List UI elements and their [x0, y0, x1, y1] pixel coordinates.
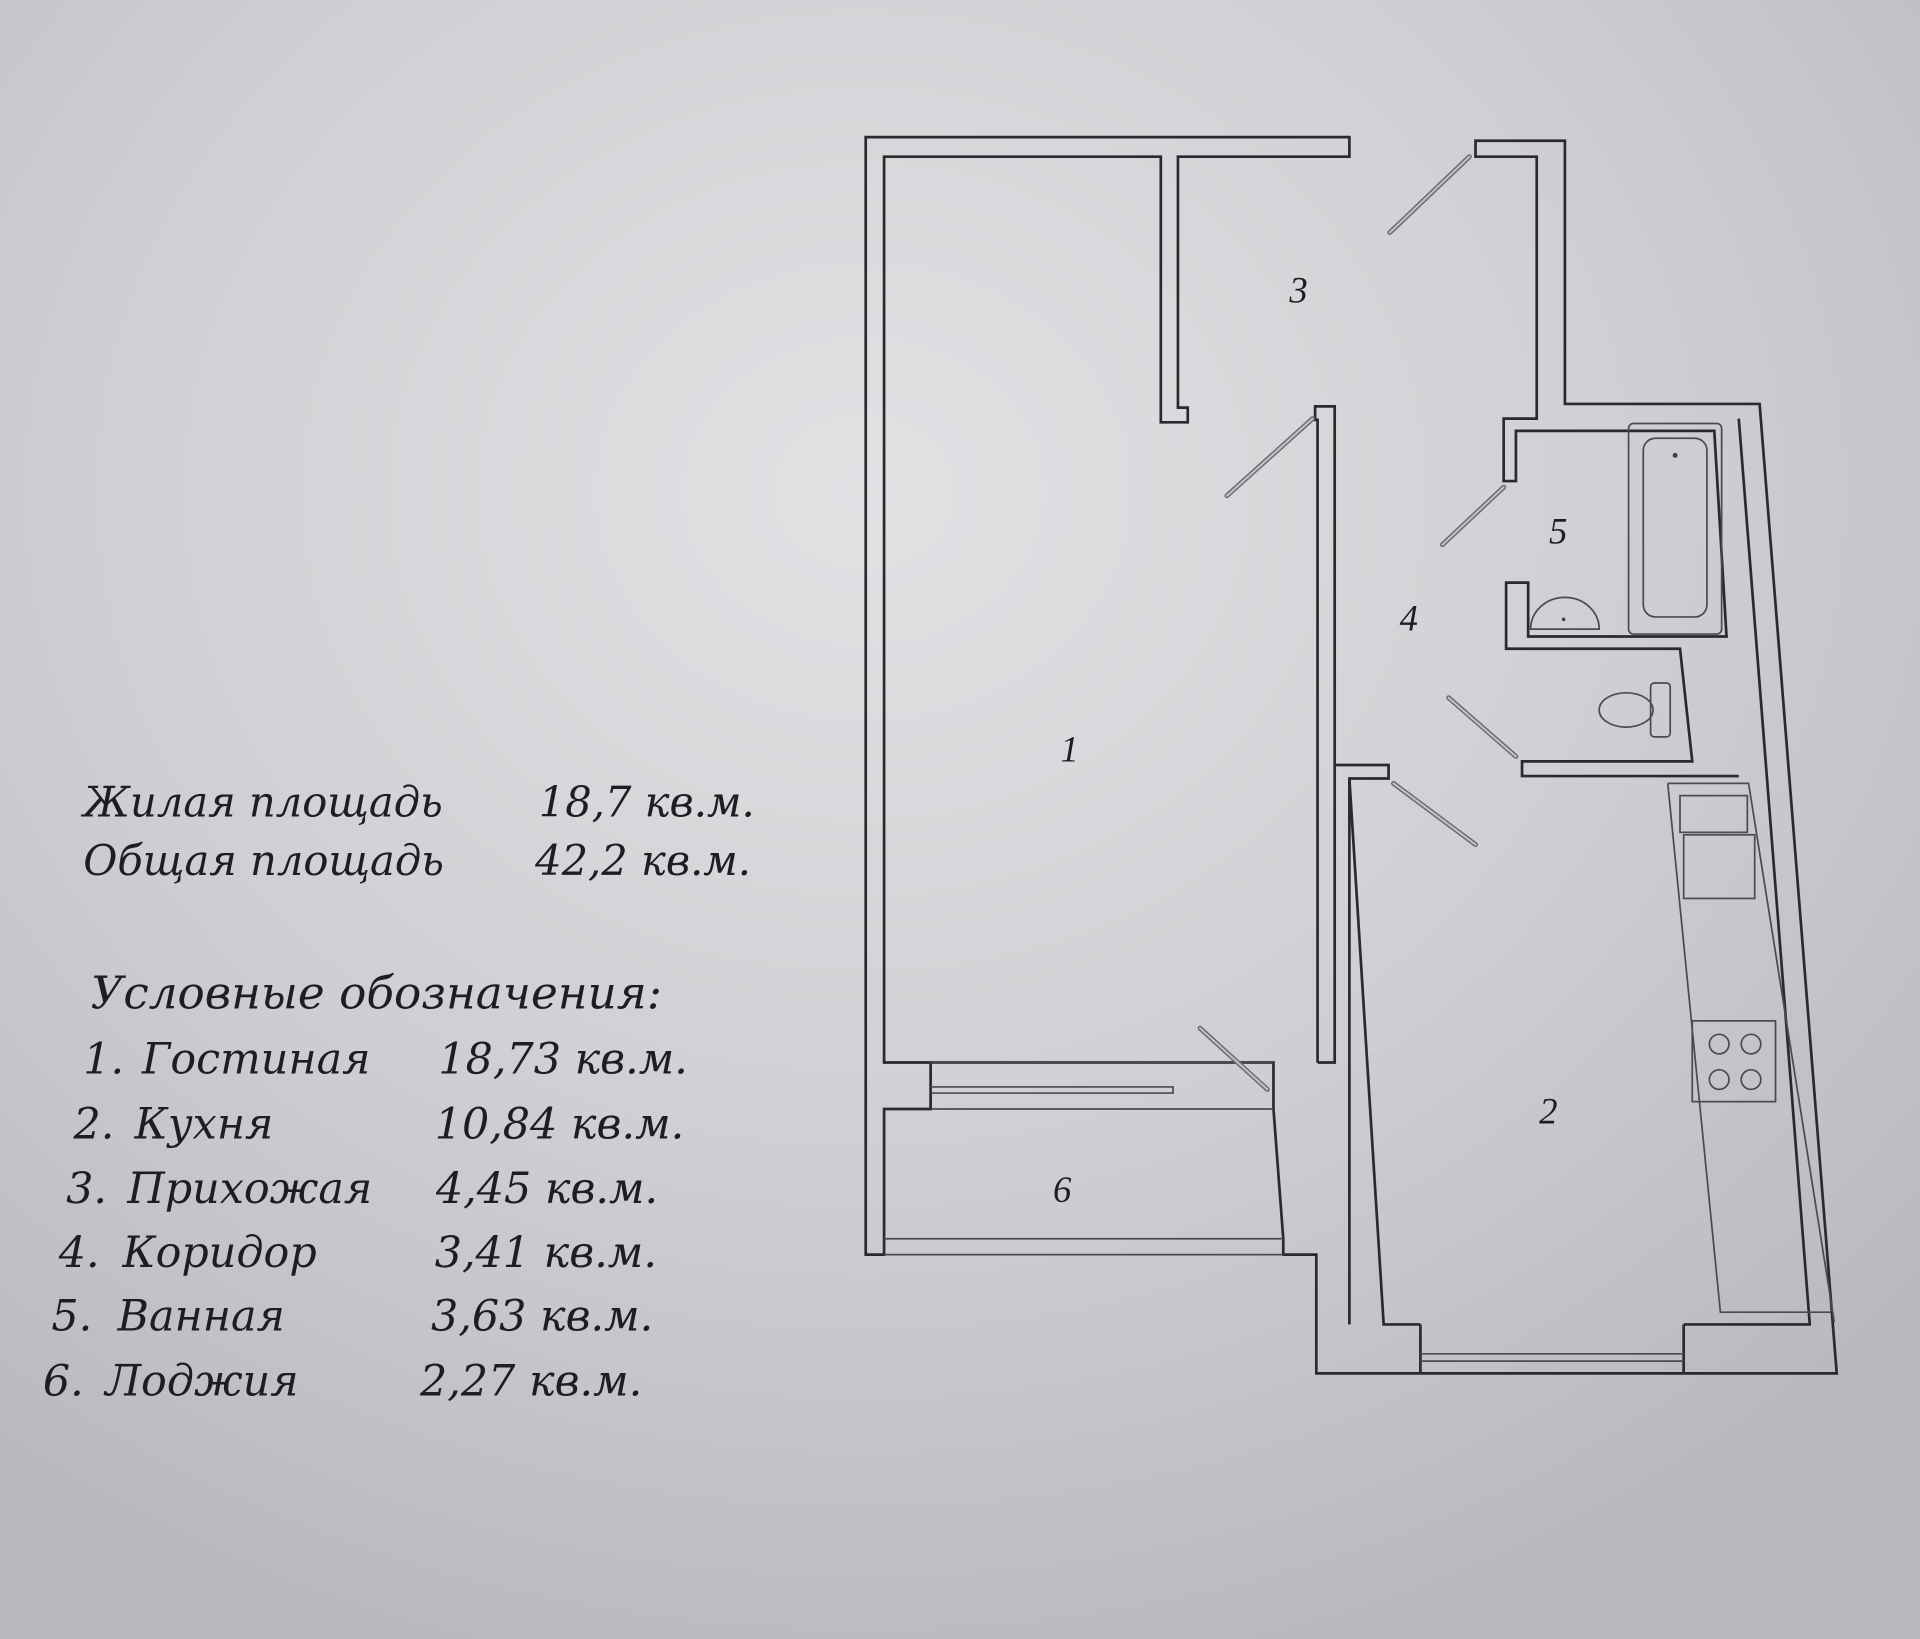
legend-name-3: Прихожая: [126, 1164, 372, 1214]
room-label-6: 6: [1053, 1169, 1072, 1210]
stove-icon: [1691, 1019, 1777, 1103]
room-labels: 1 2 3 4 5 6: [1053, 269, 1567, 1210]
doors: [1197, 154, 1519, 1092]
total-area-label: Общая площадь: [83, 836, 444, 885]
legend: Условные обозначения: 1. Гостиная 18,73 …: [43, 967, 688, 1407]
legend-num-6: 6.: [43, 1356, 84, 1406]
living-area-label: Жилая площадь: [80, 777, 443, 826]
total-area-value: 42,2 кв.м.: [534, 836, 751, 885]
legend-num-1: 1.: [83, 1034, 124, 1084]
legend-area-4: 3,41 кв.м.: [435, 1228, 657, 1278]
toilet-icon: [1598, 682, 1672, 738]
room-label-4: 4: [1400, 597, 1418, 638]
legend-name-6: Лоджия: [103, 1356, 298, 1406]
legend-num-5: 5.: [51, 1292, 92, 1342]
legend-title: Условные обозначения:: [91, 967, 662, 1020]
legend-area-6: 2,27 кв.м.: [419, 1356, 642, 1406]
kitchen-sink-icon: [1679, 794, 1756, 900]
room-label-1: 1: [1060, 728, 1078, 769]
legend-num-2: 2.: [72, 1099, 114, 1149]
kitchen-counter: [1666, 782, 1836, 1323]
sink-icon: [1529, 596, 1601, 631]
legend-area-5: 3,63 кв.м.: [431, 1292, 653, 1342]
legend-num-4: 4.: [58, 1228, 100, 1278]
room-label-3: 3: [1288, 269, 1307, 310]
bathtub-icon: [1627, 422, 1723, 635]
area-summary: Жилая площадь 18,7 кв.м. Общая площадь 4…: [80, 777, 754, 885]
legend-area-1: 18,73 кв.м.: [438, 1034, 688, 1084]
legend-name-1: Гостиная: [141, 1034, 370, 1084]
legend-name-4: Коридор: [121, 1228, 316, 1278]
legend-name-2: Кухня: [134, 1099, 274, 1149]
legend-area-2: 10,84 кв.м.: [435, 1099, 685, 1149]
legend-area-3: 4,45 кв.м.: [435, 1164, 658, 1214]
walls: [864, 135, 1839, 1375]
room-label-2: 2: [1539, 1091, 1557, 1132]
legend-num-3: 3.: [66, 1164, 107, 1214]
living-area-value: 18,7 кв.м.: [539, 777, 755, 826]
room-label-5: 5: [1549, 510, 1567, 551]
legend-name-5: Ванная: [117, 1292, 285, 1342]
